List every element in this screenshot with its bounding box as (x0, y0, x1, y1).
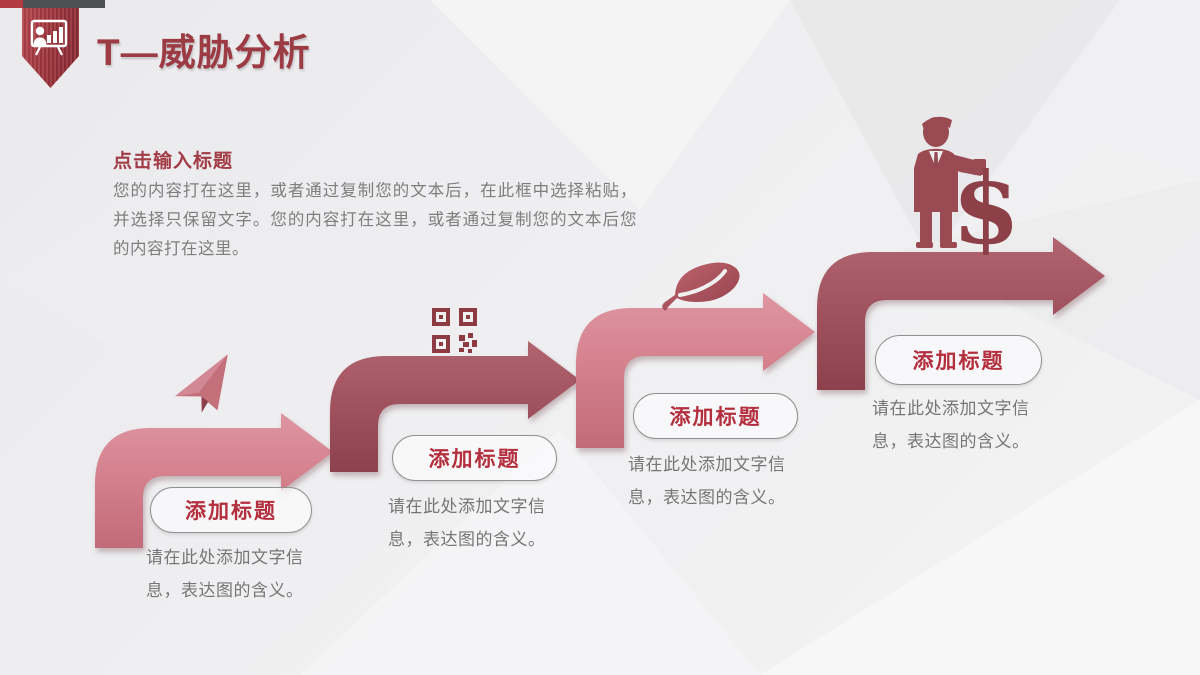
qr-code-icon (432, 308, 477, 353)
add-title-label: 添加标题 (185, 500, 277, 523)
step-arrow-1 (95, 413, 333, 548)
step-description-3: 请在此处添加文字信息，表达图的含义。 (628, 455, 786, 507)
businessman-dollar-icon: $ (914, 116, 1012, 255)
leaf-icon (662, 262, 740, 311)
add-title-label: 添加标题 (669, 406, 762, 429)
presentation-chart-icon (30, 19, 68, 56)
add-title-button-2[interactable]: 添加标题 (392, 435, 557, 481)
add-title-button-3[interactable]: 添加标题 (633, 393, 798, 439)
add-title-button-4[interactable]: 添加标题 (875, 335, 1042, 385)
step-arrow-3 (576, 293, 815, 448)
step-arrow-2 (330, 341, 580, 472)
add-title-label: 添加标题 (428, 448, 521, 471)
intro-body: 您的内容打在这里，或者通过复制您的文本后，在此框中选择粘贴，并选择只保留文字。您… (113, 182, 637, 258)
top-strip-dark (23, 0, 105, 8)
add-title-button-1[interactable]: 添加标题 (150, 487, 312, 533)
page-title: T—威胁分析 (97, 32, 311, 73)
step-description-1: 请在此处添加文字信息，表达图的含义。 (146, 548, 304, 600)
svg-text:$: $ (952, 152, 1012, 255)
paper-plane-icon (175, 354, 228, 413)
add-title-label: 添加标题 (912, 350, 1005, 373)
step-description-4: 请在此处添加文字信息，表达图的含义。 (872, 399, 1030, 451)
step-arrow-4 (817, 237, 1105, 390)
intro-heading: 点击输入标题 (113, 151, 234, 172)
top-strip-red (0, 0, 23, 8)
step-description-2: 请在此处添加文字信息，表达图的含义。 (388, 497, 546, 549)
